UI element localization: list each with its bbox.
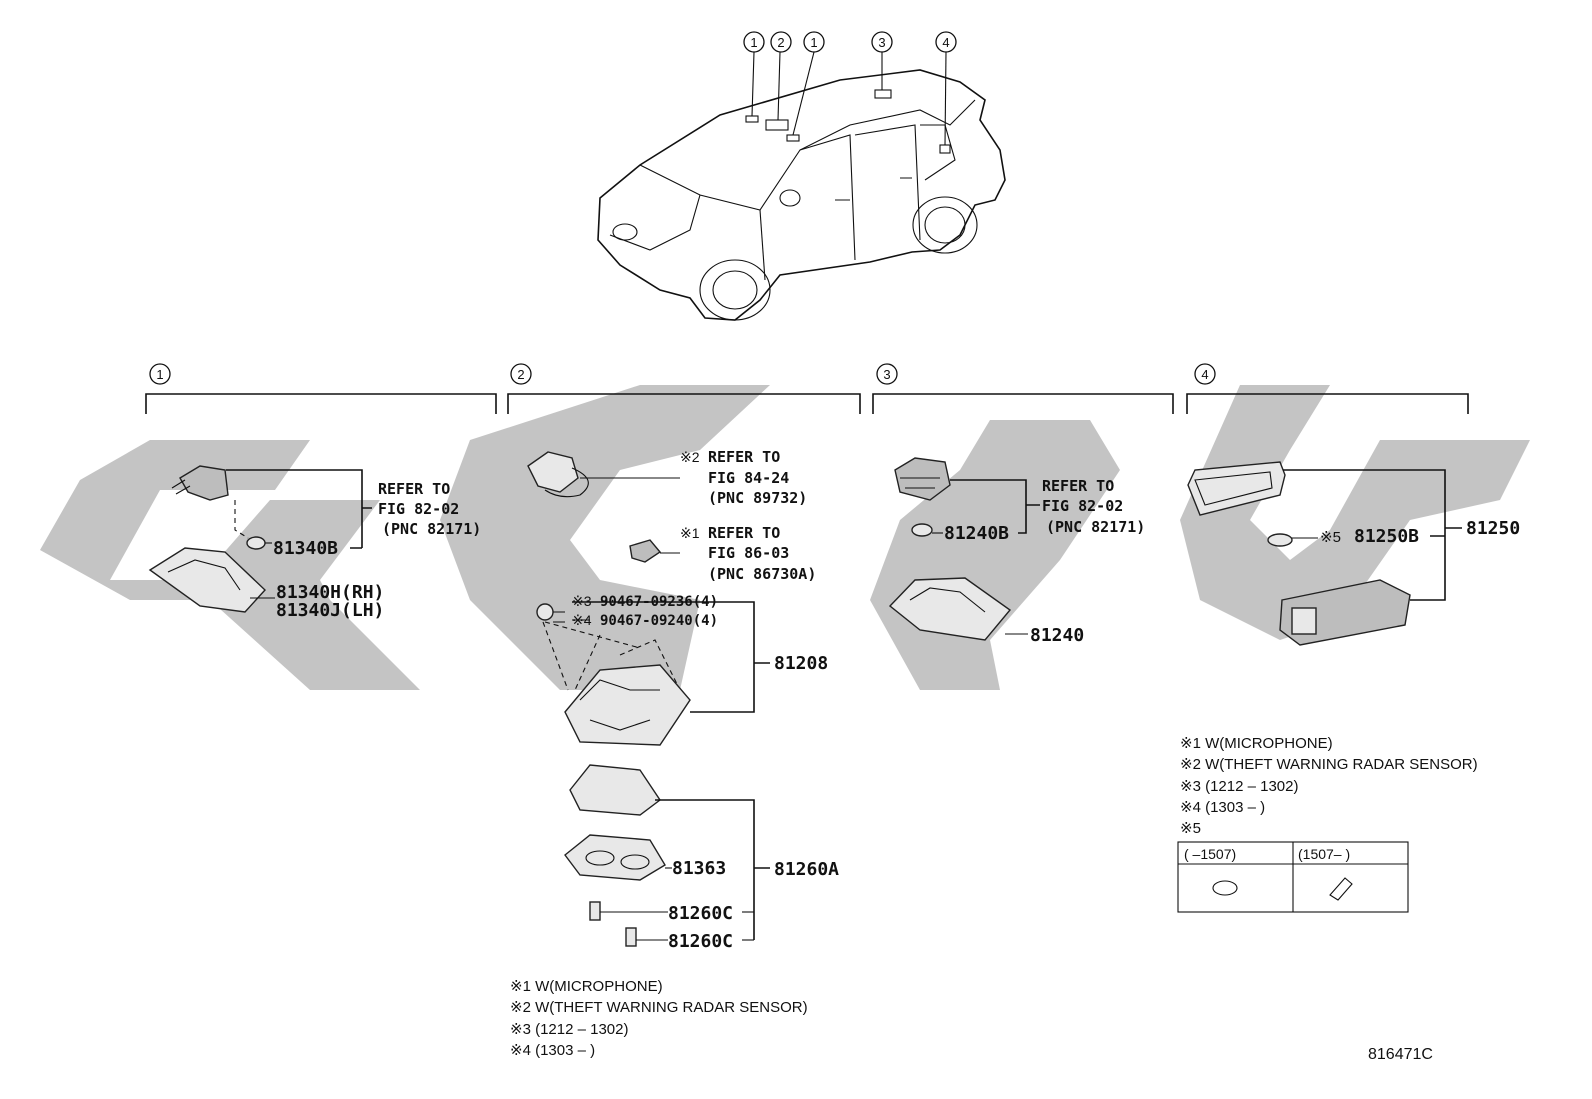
group2-parts <box>527 451 770 947</box>
section-2-label: 2 <box>517 367 524 382</box>
g2-note4-mark: ※4 <box>572 612 592 628</box>
notes-right: ※1 W(MICROPHONE) ※2 W(THEFT WARNING RADA… <box>1180 735 1478 862</box>
group3-parts <box>888 457 1040 641</box>
note-bottom-2: ※2 W(THEFT WARNING RADAR SENSOR) <box>510 999 808 1016</box>
part-81340J: 81340J(LH) <box>276 600 384 621</box>
vehicle-illustration <box>597 51 1006 321</box>
callout-labels: 1 2 1 3 4 1 2 3 4 <box>156 35 1208 382</box>
g3-refer-line2: FIG 82-02 <box>1042 497 1123 515</box>
note-bottom-1: ※1 W(MICROPHONE) <box>510 978 663 995</box>
part-81240B: 81240B <box>944 523 1009 544</box>
part-81260C-a: 81260C <box>668 903 733 924</box>
g2-note2-fig: FIG 84-24 <box>708 469 789 487</box>
g2-note1-mark: ※1 <box>680 525 700 541</box>
callout-2: 2 <box>777 35 784 50</box>
part-81208: 81208 <box>774 653 828 674</box>
part-81250: 81250 <box>1466 518 1520 539</box>
section-1-label: 1 <box>156 367 163 382</box>
section-3-label: 3 <box>883 367 890 382</box>
top-callouts <box>743 31 957 53</box>
note-bottom-4: ※4 (1303 – ) <box>510 1042 595 1059</box>
part-81340B: 81340B <box>273 538 338 559</box>
group4-parts <box>1187 461 1462 646</box>
note-right-2: ※2 W(THEFT WARNING RADAR SENSOR) <box>1180 756 1478 773</box>
table-col-1: ( –1507) <box>1184 846 1236 862</box>
callout-1: 1 <box>750 35 757 50</box>
part-81250B: 81250B <box>1354 526 1419 547</box>
g2-note1-fig: FIG 86-03 <box>708 544 789 562</box>
g2-note2-pnc: (PNC 89732) <box>708 489 807 507</box>
g2-note3-mark: ※3 <box>572 593 592 609</box>
callout-4: 4 <box>942 35 949 50</box>
g2-note2-refer: REFER TO <box>708 448 780 466</box>
callout-3: 3 <box>878 35 885 50</box>
callout-1b: 1 <box>810 35 817 50</box>
note-right-1: ※1 W(MICROPHONE) <box>1180 735 1333 752</box>
note-right-3: ※3 (1212 – 1302) <box>1180 778 1298 795</box>
part-81363: 81363 <box>672 858 726 879</box>
part-90467-09240: 90467-09240(4) <box>600 613 718 629</box>
group4-labels: ※5 81250B 81250 <box>1320 518 1520 547</box>
figure-number: 816471C <box>1368 1046 1433 1063</box>
note-right-4: ※4 (1303 – ) <box>1180 799 1265 816</box>
note5-table <box>1177 841 1409 913</box>
group1-labels: REFER TO FIG 82-02 (PNC 82171) 81340B 81… <box>273 480 481 621</box>
table-col-2: (1507– ) <box>1298 846 1350 862</box>
notes-bottom: ※1 W(MICROPHONE) ※2 W(THEFT WARNING RADA… <box>510 978 808 1059</box>
section-4-label: 4 <box>1201 367 1208 382</box>
g1-refer-line2: FIG 82-02 <box>378 500 459 518</box>
group2-labels: ※2 REFER TO FIG 84-24 (PNC 89732) ※1 REF… <box>572 448 839 952</box>
g3-refer-line3: (PNC 82171) <box>1046 518 1145 536</box>
g1-refer-line3: (PNC 82171) <box>382 520 481 538</box>
section-brackets <box>145 363 1469 414</box>
group3-labels: REFER TO FIG 82-02 (PNC 82171) 81240B 81… <box>944 477 1145 646</box>
note-bottom-3: ※3 (1212 – 1302) <box>510 1021 628 1038</box>
note-right-5: ※5 <box>1180 820 1201 837</box>
g4-note5-mark: ※5 <box>1320 529 1341 546</box>
part-81260A: 81260A <box>774 859 839 880</box>
part-81340H: 81340H(RH) <box>276 582 384 603</box>
g3-refer-line1: REFER TO <box>1042 477 1114 495</box>
part-81260C-b: 81260C <box>668 931 733 952</box>
group1-parts <box>148 465 372 613</box>
g2-note1-refer: REFER TO <box>708 524 780 542</box>
part-81240: 81240 <box>1030 625 1084 646</box>
g1-refer-line1: REFER TO <box>378 480 450 498</box>
g2-note2-mark: ※2 <box>680 449 700 465</box>
g2-note1-pnc: (PNC 86730A) <box>708 565 816 583</box>
part-90467-09236: 90467-09236(4) <box>600 594 718 610</box>
